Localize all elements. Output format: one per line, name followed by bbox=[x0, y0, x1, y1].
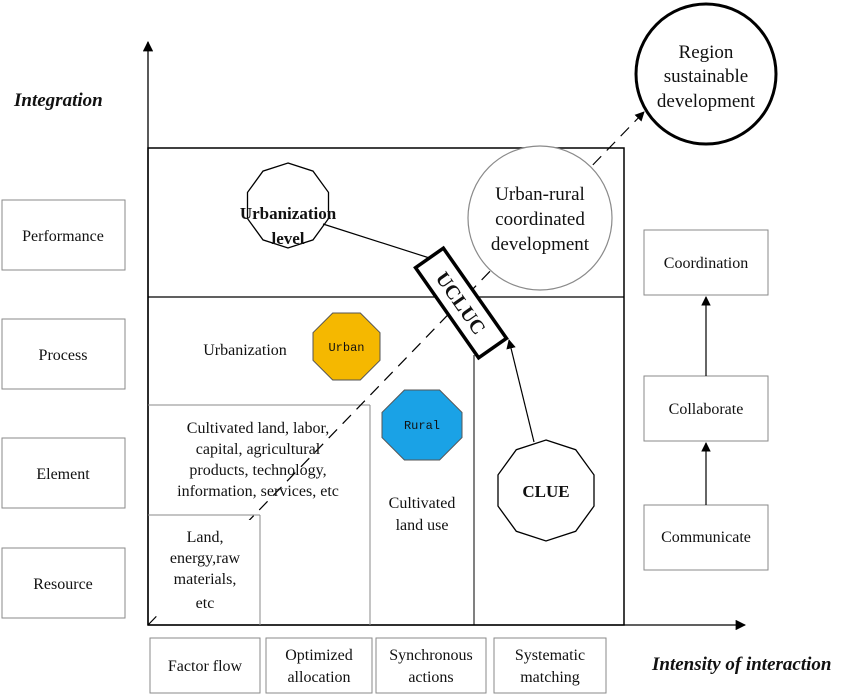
cultivated-land-use-label: Cultivated land use bbox=[389, 495, 456, 534]
svg-text:etc: etc bbox=[196, 595, 215, 612]
svg-text:capital, agricultural: capital, agricultural bbox=[196, 441, 321, 458]
svg-text:Cultivated land, labor,: Cultivated land, labor, bbox=[187, 420, 329, 437]
x-axis-label: Intensity of interaction bbox=[651, 654, 831, 675]
svg-text:Synchronous: Synchronous bbox=[389, 647, 473, 664]
svg-text:sustainable: sustainable bbox=[664, 66, 748, 87]
resource-description: Land, energy,raw materials, etc bbox=[160, 520, 256, 616]
svg-text:Element: Element bbox=[36, 466, 90, 483]
svg-text:Cultivated: Cultivated bbox=[389, 495, 456, 512]
svg-text:Communicate: Communicate bbox=[661, 529, 751, 546]
urban-rural-coordinated-development: Urban-rural coordinated development bbox=[467, 145, 613, 291]
svg-text:Urbanization: Urbanization bbox=[240, 204, 337, 223]
svg-text:Process: Process bbox=[39, 347, 88, 364]
clue-shape: CLUE bbox=[497, 439, 595, 542]
svg-text:Systematic: Systematic bbox=[515, 647, 585, 664]
framework-outer-box bbox=[147, 147, 625, 626]
level-performance: Performance bbox=[1, 199, 126, 271]
urbanization-level-shape: Urbanization level bbox=[240, 162, 337, 249]
level-process: Process bbox=[1, 318, 126, 390]
arrow-urbanization-to-ucluc bbox=[322, 223, 443, 264]
rural-badge: Rural bbox=[381, 389, 463, 461]
urban-octagon bbox=[312, 312, 381, 381]
svg-text:information, services, etc: information, services, etc bbox=[177, 483, 339, 500]
element-description: Cultivated land, labor, capital, agricul… bbox=[177, 420, 339, 500]
stage-systematic-matching: Systematic matching bbox=[493, 637, 607, 694]
svg-text:Coordination: Coordination bbox=[664, 255, 748, 272]
svg-text:land use: land use bbox=[396, 517, 449, 534]
stage-synchronous-actions: Synchronous actions bbox=[375, 637, 487, 694]
svg-text:Land,: Land, bbox=[187, 529, 224, 546]
svg-text:development: development bbox=[657, 91, 756, 112]
svg-text:level: level bbox=[271, 229, 304, 248]
svg-text:Rural: Rural bbox=[404, 419, 440, 433]
svg-text:allocation: allocation bbox=[287, 669, 350, 686]
svg-text:CLUE: CLUE bbox=[522, 482, 569, 501]
svg-text:products, technology,: products, technology, bbox=[189, 462, 326, 479]
y-axis-label: Integration bbox=[13, 90, 103, 111]
svg-text:Performance: Performance bbox=[22, 228, 104, 245]
chain-coordination: Coordination bbox=[643, 229, 769, 296]
svg-text:Region: Region bbox=[679, 42, 734, 63]
arrow-clue-to-ucluc bbox=[506, 339, 535, 443]
svg-text:Urban: Urban bbox=[328, 341, 364, 355]
svg-text:Optimized: Optimized bbox=[285, 647, 353, 664]
chain-collaborate: Collaborate bbox=[643, 375, 769, 442]
svg-text:coordinated: coordinated bbox=[495, 209, 585, 230]
level-resource: Resource bbox=[1, 547, 126, 619]
stage-optimized-allocation: Optimized allocation bbox=[265, 637, 373, 694]
svg-text:Urban-rural: Urban-rural bbox=[495, 184, 585, 205]
svg-text:actions: actions bbox=[408, 669, 453, 686]
svg-text:Collaborate: Collaborate bbox=[669, 401, 744, 418]
svg-text:matching: matching bbox=[520, 669, 580, 686]
svg-text:energy,raw: energy,raw bbox=[170, 550, 241, 567]
chain-communicate: Communicate bbox=[643, 504, 769, 571]
region-sustainable-development: Region sustainable development bbox=[634, 2, 778, 146]
svg-text:development: development bbox=[491, 234, 590, 255]
svg-text:materials,: materials, bbox=[174, 571, 237, 588]
svg-text:Resource: Resource bbox=[33, 576, 93, 593]
svg-text:Factor flow: Factor flow bbox=[168, 658, 243, 675]
urban-badge: Urban bbox=[312, 312, 381, 381]
rural-octagon bbox=[381, 389, 463, 461]
level-element: Element bbox=[1, 437, 126, 509]
stage-factor-flow: Factor flow bbox=[149, 637, 261, 694]
urbanization-label: Urbanization bbox=[203, 342, 287, 359]
